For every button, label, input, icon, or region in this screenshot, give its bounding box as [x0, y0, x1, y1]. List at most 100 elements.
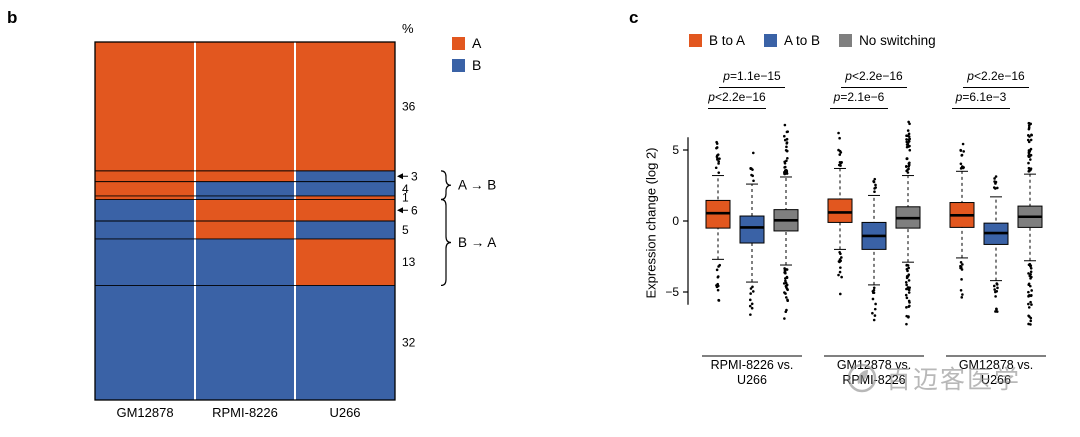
block-border — [94, 41, 396, 401]
outlier-dot — [714, 166, 718, 170]
outlier-dot — [837, 148, 840, 152]
outlier-dot — [784, 296, 788, 299]
outlier-dot — [751, 285, 754, 289]
watermark-logo-circle — [847, 363, 877, 393]
outlier-dot — [1027, 322, 1030, 326]
outlier-dot — [715, 140, 718, 144]
outlier-dot — [716, 282, 719, 286]
outlier-dot — [1030, 289, 1033, 292]
outlier-dot — [1029, 266, 1033, 270]
outlier-dot — [996, 286, 999, 290]
compartment-cell — [195, 238, 295, 286]
outlier-dot — [908, 148, 912, 152]
compartment-cell — [295, 42, 395, 171]
outlier-dot — [1026, 134, 1030, 137]
outlier-dot — [907, 132, 911, 136]
outlier-dot — [1030, 303, 1033, 306]
outlier-dot — [1029, 158, 1032, 161]
compartment-cell — [195, 170, 295, 182]
column-label: GM12878 — [116, 405, 173, 420]
outlier-dot — [784, 292, 787, 295]
outlier-dot — [1027, 306, 1031, 309]
compartment-cell — [95, 199, 195, 221]
outlier-dot — [906, 129, 910, 132]
legend-label-a-to-b: A to B — [784, 33, 821, 48]
outlier-dot — [783, 161, 787, 165]
outlier-dot — [837, 163, 841, 167]
expression-change-axis-label: Expression change (log 2) — [643, 147, 659, 299]
legend-swatch-b-to-a — [689, 34, 702, 47]
outlier-dot — [995, 289, 999, 293]
outlier-dot — [718, 157, 721, 160]
outlier-dot — [782, 134, 786, 138]
outlier-dot — [993, 288, 996, 291]
row-percent-label: 36 — [402, 99, 416, 113]
outlier-dot — [874, 186, 877, 189]
outlier-dot — [1029, 264, 1033, 268]
outlier-dot — [905, 140, 909, 144]
outlier-dot — [785, 169, 789, 173]
outlier-dot — [907, 163, 911, 167]
outlier-dot — [786, 298, 789, 302]
compartment-cell — [95, 285, 195, 400]
outlier-dot — [784, 310, 788, 314]
legend-item-compartment-a: A — [452, 35, 481, 51]
p-value-top: p=1.1e−15 — [722, 69, 781, 83]
outlier-dot — [960, 153, 964, 157]
outlier-dot — [1029, 319, 1033, 323]
compartment-cell — [95, 181, 195, 196]
outlier-dot — [783, 123, 787, 127]
outlier-dot — [717, 160, 721, 163]
outlier-dot — [785, 145, 788, 149]
compartment-cell — [295, 170, 395, 182]
outlier-dot — [995, 283, 999, 286]
outlier-dot — [905, 283, 908, 287]
outlier-dot — [905, 138, 908, 141]
outlier-dot — [872, 286, 876, 290]
outlier-dot — [873, 314, 877, 317]
outlier-dot — [995, 307, 998, 311]
outlier-dot — [839, 151, 843, 154]
percent-unit-label: % — [402, 21, 414, 36]
compartment-cell — [295, 199, 395, 221]
outlier-dot — [751, 174, 754, 178]
x-group-label-line1: GM12878 vs. — [837, 358, 911, 372]
outlier-dot — [749, 313, 752, 316]
outlier-dot — [907, 273, 911, 277]
outlier-dot — [904, 281, 908, 284]
panel-c-legend: B to A A to B No switching — [689, 33, 936, 48]
outlier-dot — [960, 268, 964, 271]
outlier-dot — [908, 161, 911, 165]
outlier-dot — [907, 315, 910, 319]
watermark-logo-leaf — [857, 370, 868, 384]
outlier-dot — [715, 146, 719, 149]
outlier-dot — [1029, 270, 1033, 274]
outlier-dot — [716, 157, 719, 160]
box — [739, 215, 765, 244]
outlier-dot — [961, 263, 964, 266]
row-percent-label: 6 — [411, 203, 418, 217]
outlier-dot — [905, 157, 909, 160]
column-label: U266 — [329, 405, 360, 420]
outlier-dot — [1027, 140, 1031, 144]
outlier-dot — [1027, 290, 1030, 294]
outlier-dot — [995, 310, 999, 313]
outlier-dot — [715, 285, 719, 289]
outlier-dot — [961, 293, 964, 296]
outlier-dot — [837, 273, 840, 277]
outlier-dot — [908, 286, 911, 289]
outlier-dot — [750, 302, 754, 306]
compartment-cell — [195, 42, 295, 171]
outlier-dot — [872, 318, 876, 322]
panel-b-label: b — [7, 8, 18, 27]
outlier-dot — [872, 288, 876, 292]
outlier-dot — [1027, 161, 1030, 165]
outlier-dot — [1030, 294, 1033, 297]
y-tick-label: −5 — [665, 285, 679, 299]
outlier-dot — [785, 159, 788, 163]
outlier-dot — [874, 302, 877, 306]
outlier-dot — [1029, 277, 1032, 280]
annotation-brace — [440, 170, 452, 201]
outlier-dot — [959, 288, 963, 292]
outlier-dot — [785, 283, 789, 287]
